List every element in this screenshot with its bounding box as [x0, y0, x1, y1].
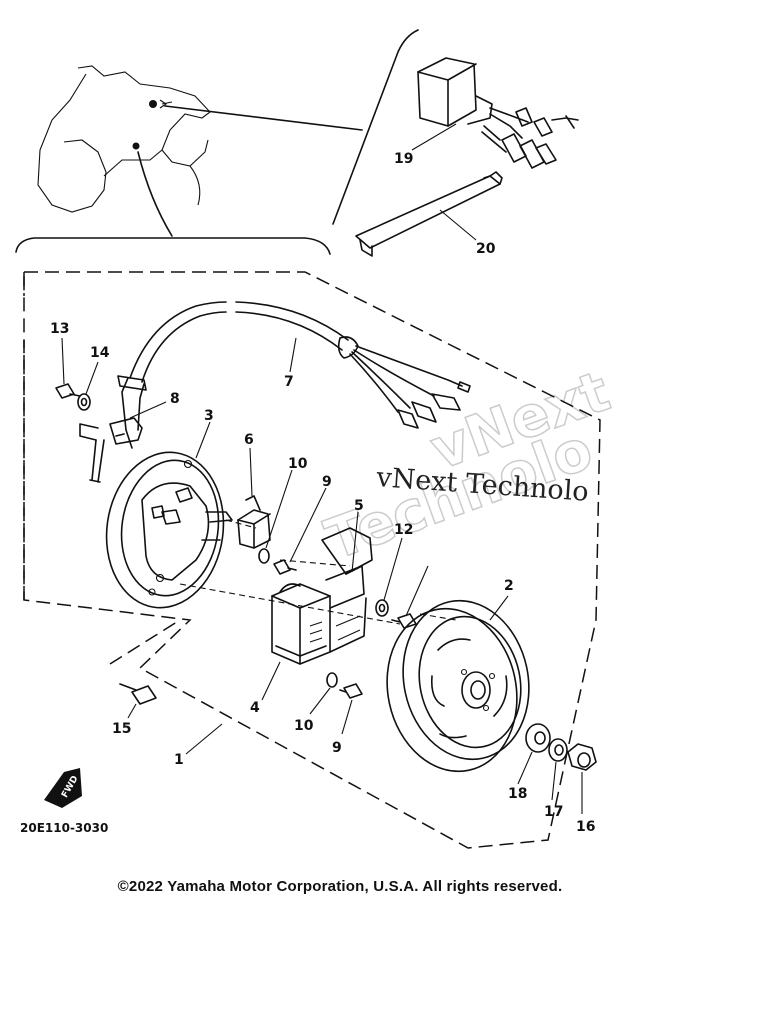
- leader-9-lower: [341, 699, 353, 735]
- callout-1: 1: [174, 752, 184, 768]
- washer-18: [525, 723, 551, 753]
- callout-10-lower: 10: [294, 718, 314, 734]
- inset-bracket: [332, 29, 419, 225]
- leader-2: [489, 595, 509, 621]
- leader-10-upper: [265, 469, 293, 549]
- leader-20: [439, 209, 477, 241]
- callout-9-lower: 9: [332, 740, 342, 756]
- leader-to-magneto-group: [137, 151, 173, 237]
- leader-18: [517, 751, 533, 785]
- leader-13: [61, 337, 65, 385]
- lock-washer-17: [548, 738, 568, 762]
- clamp: [79, 417, 143, 483]
- motorcycle-silhouette: [37, 65, 211, 213]
- leader-3: [195, 421, 211, 459]
- leader-14: [85, 361, 99, 395]
- callout-8: 8: [170, 391, 180, 407]
- leader-12: [383, 537, 403, 601]
- leader-9-upper: [289, 487, 327, 563]
- charging-coil: [271, 583, 331, 665]
- callout-12: 12: [394, 522, 413, 538]
- callout-7: 7: [284, 374, 294, 390]
- callout-9-upper: 9: [322, 474, 332, 490]
- leader-8: [129, 401, 167, 419]
- callout-14: 14: [90, 345, 110, 361]
- leader-6: [249, 447, 253, 497]
- callout-18: 18: [508, 786, 527, 802]
- flywheel-rotor: [386, 599, 530, 773]
- callout-2: 2: [504, 578, 514, 594]
- drawing-code: 20E110-3030: [20, 821, 108, 835]
- washer-12: [375, 599, 389, 617]
- washer-10-upper: [258, 548, 270, 564]
- leader-17: [551, 761, 557, 801]
- callout-15: 15: [112, 721, 131, 737]
- callout-4: 4: [250, 700, 260, 716]
- callout-3: 3: [204, 408, 214, 424]
- coil-bracket: [321, 527, 373, 653]
- screw-9-lower: [339, 683, 363, 699]
- leader-10-lower: [309, 687, 331, 715]
- callout-6: 6: [244, 432, 254, 448]
- leader-4: [261, 661, 281, 701]
- magneto-group-boundary: [23, 271, 601, 849]
- callout-5: 5: [354, 498, 364, 514]
- wire-harness: [117, 301, 471, 449]
- bolt-15: [119, 683, 157, 705]
- callout-19: 19: [394, 151, 413, 167]
- callout-20: 20: [476, 241, 496, 257]
- leader-1: [185, 723, 223, 755]
- cdi-unit: [417, 57, 579, 169]
- callout-10-upper: 10: [288, 456, 308, 472]
- fwd-arrow-icon: FWD: [44, 768, 82, 808]
- band: [355, 171, 503, 257]
- leader-to-cdi-inset: [164, 105, 363, 131]
- leader-19: [411, 123, 457, 151]
- group-bracket: [15, 237, 331, 255]
- copyright-notice: ©2022 Yamaha Motor Corporation, U.S.A. A…: [117, 878, 563, 895]
- leader-15: [127, 703, 137, 719]
- pickup-coil: [237, 495, 271, 549]
- washer-14: [77, 393, 91, 411]
- screw-9-upper: [273, 559, 297, 575]
- leader-5: [351, 511, 359, 573]
- nut-16: [567, 743, 597, 771]
- callout-13: 13: [50, 321, 69, 337]
- callout-17: 17: [544, 804, 563, 820]
- bolt-13: [55, 383, 81, 399]
- stator-plate: [105, 451, 233, 609]
- leader-7: [289, 337, 297, 373]
- callout-16: 16: [576, 819, 595, 835]
- washer-10-lower: [326, 672, 338, 688]
